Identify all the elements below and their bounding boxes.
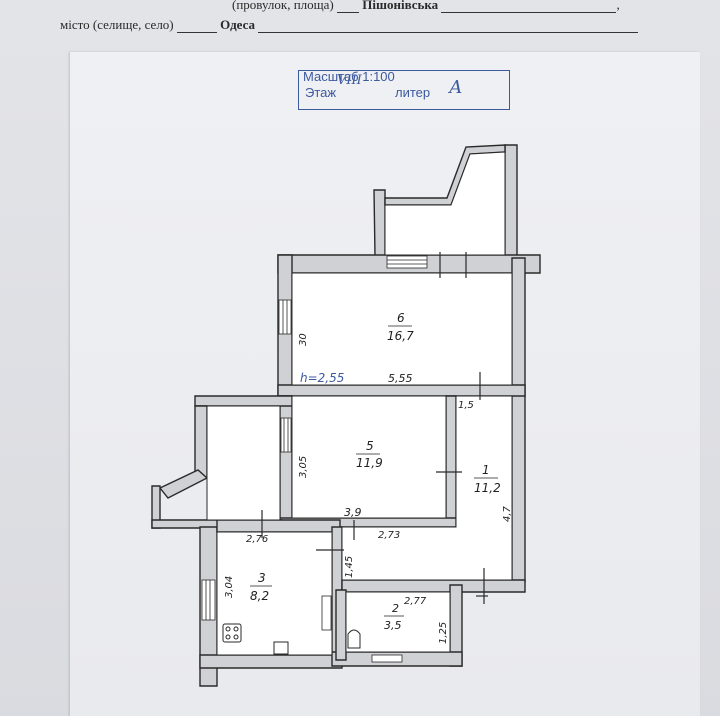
room-5-number: 5 xyxy=(366,439,374,453)
window-left-room3 xyxy=(201,579,216,621)
dim-3-05: 3,05 xyxy=(298,456,309,478)
room-3-number: 3 xyxy=(258,571,266,585)
wall-left-room5 xyxy=(279,395,293,528)
dim-3-04: 3,04 xyxy=(224,576,235,598)
dim-5-55: 5,55 xyxy=(388,372,413,385)
city-underline-b xyxy=(258,32,639,33)
stamp-letter-label: литер xyxy=(395,85,431,100)
loggia-top xyxy=(194,395,293,407)
room-1 xyxy=(341,395,513,581)
dim-3-9: 3,9 xyxy=(344,506,362,519)
room-5 xyxy=(291,395,447,519)
dim-2-77: 2,77 xyxy=(404,596,427,607)
dim-2-73: 2,73 xyxy=(378,530,400,541)
fixture-sink xyxy=(273,641,289,655)
fixture-stove xyxy=(222,623,242,643)
wall-mid-3-top xyxy=(216,519,341,533)
dim-1-5: 1,5 xyxy=(458,400,474,411)
balcony-top-wall-right xyxy=(504,144,518,259)
dim-1-45: 1,45 xyxy=(344,556,355,578)
stamp-floor-value: VIII xyxy=(337,73,362,88)
window-left-room6 xyxy=(278,299,292,335)
city-line: місто (селище, село) Одеса xyxy=(60,17,639,33)
street-underline-a xyxy=(337,12,360,13)
loggia-slant xyxy=(158,469,209,499)
street-line: (провулок, площа) Пішонівська , xyxy=(232,0,620,13)
wall-mid-5-1 xyxy=(445,395,457,521)
room-2-area: 3,5 xyxy=(384,619,402,632)
street-hint: (провулок, площа) xyxy=(232,0,334,12)
city-caption: місто (селище, село) xyxy=(60,17,174,32)
dim-30: 30 xyxy=(298,333,309,346)
wall-room2-left xyxy=(335,589,347,661)
bath-vent xyxy=(371,654,403,663)
room-1-area: 11,2 xyxy=(474,481,501,495)
wall-room3-bottom xyxy=(199,654,343,669)
dim-4-7: 4,7 xyxy=(502,505,513,522)
room-2-number: 2 xyxy=(392,602,399,615)
room-6-number: 6 xyxy=(397,311,405,325)
radiator-room3 xyxy=(321,595,332,631)
room-1-number: 1 xyxy=(482,463,490,477)
stamp-floor-label: Этаж xyxy=(305,85,337,100)
room-2 xyxy=(345,591,451,653)
balcony-floor xyxy=(384,151,506,256)
dim-2-76: 2,76 xyxy=(246,534,268,545)
wall-right-main xyxy=(511,257,526,583)
room-6-area: 16,7 xyxy=(387,329,414,343)
loggia-floor xyxy=(206,405,281,521)
height-note: h=2,55 xyxy=(300,371,344,385)
wall-mid-6-5 xyxy=(277,384,526,397)
street-value: Пішонівська xyxy=(362,0,439,12)
room-3 xyxy=(216,531,333,656)
city-value: Одеса xyxy=(220,17,256,32)
balcony-top-wall xyxy=(373,189,386,257)
room-3-area: 8,2 xyxy=(250,589,269,603)
city-underline-a xyxy=(176,32,217,33)
loggia-left xyxy=(194,405,208,479)
room-5-area: 11,9 xyxy=(356,456,383,470)
street-underline-b xyxy=(441,12,617,13)
stamp-letter-value: А xyxy=(449,77,463,98)
wall-corridor-bottom xyxy=(341,579,526,593)
fixture-toilet xyxy=(347,629,361,649)
window-left-room5 xyxy=(280,417,292,453)
window-top xyxy=(386,255,428,269)
room-6 xyxy=(291,272,513,386)
dim-1-25: 1,25 xyxy=(438,622,449,644)
stamp-scale: Масштаб 1:100 xyxy=(303,69,395,84)
scale-stamp: Масштаб 1:100 Этаж VIII литер А xyxy=(298,69,510,110)
